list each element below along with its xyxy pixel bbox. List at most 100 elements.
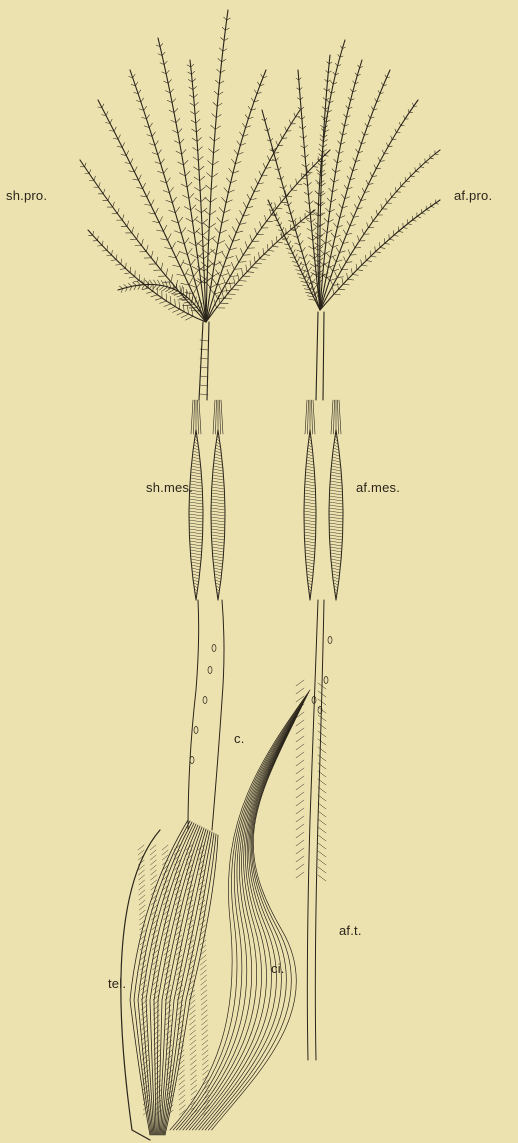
telson-hatch [150, 855, 156, 860]
barb [171, 274, 173, 281]
hatch [304, 502, 316, 504]
barb [231, 262, 234, 269]
barb [224, 188, 228, 193]
hatch [190, 550, 201, 552]
hatch [306, 559, 314, 561]
right-plume-branches [262, 40, 440, 310]
barb [242, 269, 243, 276]
barb [336, 248, 339, 253]
barb [366, 180, 368, 184]
barb [195, 198, 201, 202]
barb [161, 263, 163, 270]
c-body-left [188, 600, 199, 830]
barb [330, 279, 333, 285]
barb [331, 81, 334, 84]
af-hair [318, 739, 326, 745]
af-hair [296, 728, 304, 734]
barb [170, 296, 171, 303]
telson-hatch [155, 1095, 161, 1100]
telson-hatch [202, 1050, 208, 1055]
af-hair [296, 864, 304, 870]
hatch [191, 559, 201, 561]
telson-hatch [164, 935, 170, 940]
barb [343, 284, 349, 285]
telson-hatch [150, 865, 156, 870]
barb [368, 115, 370, 118]
barb [230, 276, 238, 277]
barb [395, 129, 396, 133]
ci-line [192, 707, 301, 1130]
barb [313, 167, 318, 168]
hatch [329, 532, 342, 534]
barb [99, 183, 101, 188]
telson-hatch [190, 1060, 196, 1065]
af-hair [296, 760, 304, 766]
hatch [332, 466, 341, 468]
barb [276, 236, 277, 242]
barb [221, 37, 224, 40]
barb [193, 157, 198, 160]
hatch [192, 463, 200, 465]
hatch [213, 559, 223, 561]
telson-line [138, 822, 192, 1135]
barb [145, 280, 148, 284]
barb [193, 86, 197, 89]
barb [178, 217, 182, 223]
hatch [304, 508, 316, 510]
barb [164, 61, 167, 65]
barb [308, 267, 312, 272]
label-tel: tel. [108, 976, 126, 991]
telson-hatch [201, 1010, 207, 1015]
af-hair [296, 680, 304, 686]
barb [181, 314, 188, 318]
hatch [334, 448, 339, 450]
barb [160, 43, 163, 46]
hatch [329, 511, 343, 513]
af-hair [318, 747, 326, 753]
telson-hatch [166, 1065, 172, 1070]
barb [184, 160, 188, 165]
left-stalk-a [199, 322, 203, 400]
barb [255, 179, 258, 184]
barb [359, 140, 362, 144]
hatch [217, 439, 219, 441]
barb [378, 157, 380, 161]
ci-line [189, 704, 303, 1130]
hatch [307, 463, 314, 465]
barb [219, 207, 224, 212]
barb [386, 143, 388, 147]
barb [304, 145, 307, 148]
barb [190, 259, 195, 265]
barb [141, 98, 144, 102]
barb [151, 295, 158, 297]
af-hair [318, 859, 326, 865]
barb [321, 116, 324, 119]
telson-hatch [176, 930, 182, 935]
hatch [307, 574, 313, 576]
af-hair [296, 856, 304, 862]
hatch [189, 511, 203, 513]
hatch [211, 517, 225, 519]
hatch [304, 523, 316, 525]
hatch [191, 469, 200, 471]
barb [254, 257, 255, 263]
right-stalk-b [323, 312, 324, 400]
tip-hair [308, 400, 309, 434]
hatch [214, 571, 221, 573]
barb [394, 235, 399, 236]
barb [243, 202, 246, 208]
barb [340, 46, 342, 49]
telson-hatch [201, 980, 207, 985]
hatch [308, 580, 312, 582]
barb [366, 261, 371, 262]
ci-line [186, 702, 304, 1130]
hatch [334, 442, 337, 444]
barb [324, 155, 328, 156]
barb [289, 202, 292, 206]
barb [348, 250, 350, 256]
barb [296, 226, 299, 230]
barb [395, 187, 396, 191]
barb [323, 229, 327, 233]
barb [155, 208, 158, 214]
barb [222, 197, 227, 202]
